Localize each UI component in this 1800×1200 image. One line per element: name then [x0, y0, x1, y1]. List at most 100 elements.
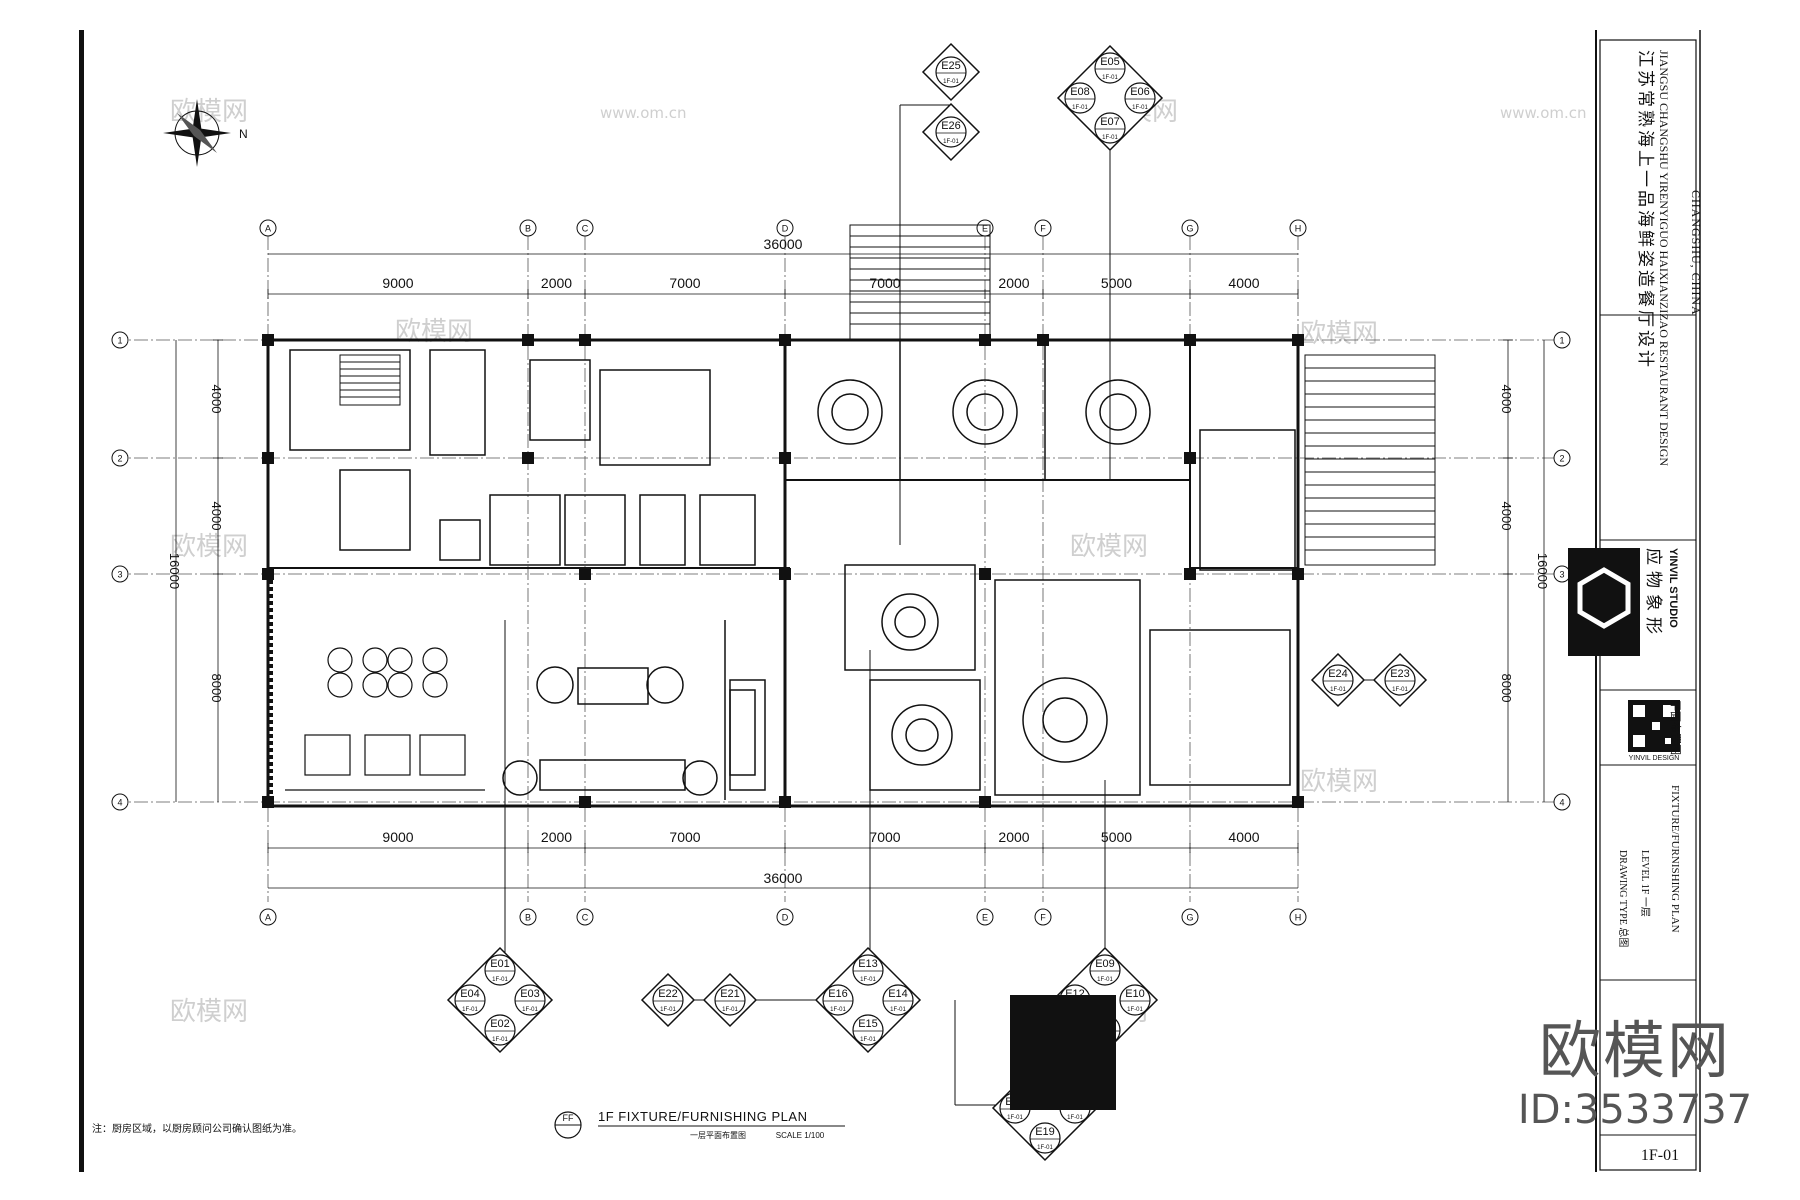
plan-title-zh: 一层平面布置图 — [690, 1130, 746, 1140]
elevation-marker: E26 1F-01 — [935, 116, 967, 148]
grid-label: B — [525, 913, 531, 923]
elevation-marker-label: E16 — [828, 988, 848, 1000]
dimension-label: 4000 — [1228, 829, 1259, 845]
grid-bubble — [111, 793, 129, 811]
lounge-furniture — [285, 647, 485, 791]
grid-bubble — [1034, 908, 1052, 926]
elevation-marker-label: E26 — [941, 120, 961, 132]
studio-name-zh: 应物象形 — [1644, 548, 1663, 640]
elevation-marker-label: E03 — [520, 988, 540, 1000]
elevation-marker-sub: 1F-01 — [660, 1007, 676, 1013]
elevation-marker-label: E25 — [941, 60, 961, 72]
elevation-marker: E13 1F-01 — [852, 954, 884, 986]
grid-label: 4 — [1559, 798, 1564, 808]
elevation-marker-label: E06 — [1130, 86, 1150, 98]
sheet-left-border — [79, 30, 84, 1172]
elevation-marker: E09 1F-01 — [1089, 954, 1121, 986]
grid-bubble — [1553, 331, 1571, 349]
grid-bubble — [1553, 793, 1571, 811]
dimension-label: 4000 — [1228, 275, 1259, 291]
grid-label: D — [782, 913, 789, 923]
title-block: 江苏常熟海上一品海鲜姿造餐厅设计 JIANGSU CHANGSHU YIRENY… — [1568, 39, 1703, 1171]
drawing-title-en: FIXTURE/FURNISHING PLAN — [1669, 785, 1681, 933]
project-title-zh: 江苏常熟海上一品海鲜姿造餐厅设计 — [1636, 50, 1656, 370]
elevation-marker-label: E04 — [460, 988, 480, 1000]
drawing-title-zh: 平面布置图 — [1669, 700, 1682, 755]
grid-bubble — [111, 565, 129, 583]
elevation-marker-sub: 1F-01 — [1102, 75, 1118, 81]
elevation-marker-sub: 1F-01 — [890, 1007, 906, 1013]
watermark-stamp: 欧模网 ID:3533737 — [1510, 1020, 1760, 1131]
studio-logo-icon — [1568, 548, 1640, 656]
watermark-small: 欧模网 — [170, 97, 248, 127]
dimension-label: 2000 — [998, 275, 1029, 291]
grid-bubble — [1181, 908, 1199, 926]
elevation-marker-label: E19 — [1035, 1126, 1055, 1138]
grid-bubble — [1289, 219, 1307, 237]
elevation-marker-label: E05 — [1100, 56, 1120, 68]
elevation-marker-label: E22 — [658, 988, 678, 1000]
grid-label: B — [525, 224, 531, 234]
dimension-label: 9000 — [382, 275, 413, 291]
grid-label: H — [1295, 913, 1302, 923]
elevation-marker-label: E24 — [1328, 668, 1348, 680]
dimension-total: 36000 — [764, 870, 803, 886]
dimension-label: 4000 — [1499, 385, 1514, 414]
elevation-marker-sub: 1F-01 — [1132, 105, 1148, 111]
dimension-total: 16000 — [1535, 553, 1550, 589]
elevation-marker-label: E09 — [1095, 958, 1115, 970]
grid-bubble — [576, 908, 594, 926]
watermark-small: 欧模网 — [1300, 319, 1378, 349]
dimension-label: 2000 — [541, 829, 572, 845]
grid-bubble — [576, 219, 594, 237]
watermark-small: 欧模网 — [170, 997, 248, 1027]
dimension-label: 7000 — [869, 829, 900, 845]
grid-label: C — [582, 224, 589, 234]
plan-title-tag: FF — [563, 1113, 574, 1123]
elevation-marker-label: E21 — [720, 988, 740, 1000]
elevation-marker: E05 1F-01 — [1094, 52, 1126, 84]
grid-label: F — [1040, 224, 1046, 234]
elevation-marker-label: E13 — [858, 958, 878, 970]
elevation-marker-sub: 1F-01 — [943, 139, 959, 145]
elevation-diamond — [814, 946, 922, 1054]
grid-label: G — [1186, 224, 1193, 234]
dimension-label: 2000 — [998, 829, 1029, 845]
elevation-marker-sub: 1F-01 — [492, 1037, 508, 1043]
drawing-level: LEVEL 1F 一层 — [1639, 850, 1651, 917]
dimension-label: 8000 — [209, 674, 224, 703]
structural-columns — [262, 334, 1304, 808]
project-location: CHANGSHU, CHINA — [1689, 190, 1703, 316]
dimension-label: 7000 — [669, 275, 700, 291]
grid-label: E — [982, 913, 988, 923]
elevation-marker-sub: 1F-01 — [1097, 977, 1113, 983]
studio-name-en: YINVIL STUDIO — [1667, 548, 1679, 628]
drawing-type: DRAWING TYPE 总图 — [1617, 850, 1630, 947]
north-arrow: N — [163, 99, 248, 167]
plan-note: 注：厨房区域，以厨房顾问公司确认图纸为准。 — [92, 1122, 302, 1135]
watermark-small: 欧模网 — [395, 317, 473, 347]
dimension-label: 8000 — [1499, 674, 1514, 703]
plan-scale: SCALE 1/100 — [776, 1131, 825, 1140]
grid-label: 1 — [1559, 336, 1564, 346]
elevation-marker-sub: 1F-01 — [830, 1007, 846, 1013]
elevation-marker-sub: 1F-01 — [860, 977, 876, 983]
dimension-label: 7000 — [869, 275, 900, 291]
dimension-label: 5000 — [1101, 275, 1132, 291]
grid-label: 2 — [1559, 454, 1564, 464]
grid-label: 2 — [117, 454, 122, 464]
grid-bubble — [259, 219, 277, 237]
grid-label: 3 — [117, 570, 122, 580]
watermark-small: 欧模网 — [1300, 767, 1378, 797]
